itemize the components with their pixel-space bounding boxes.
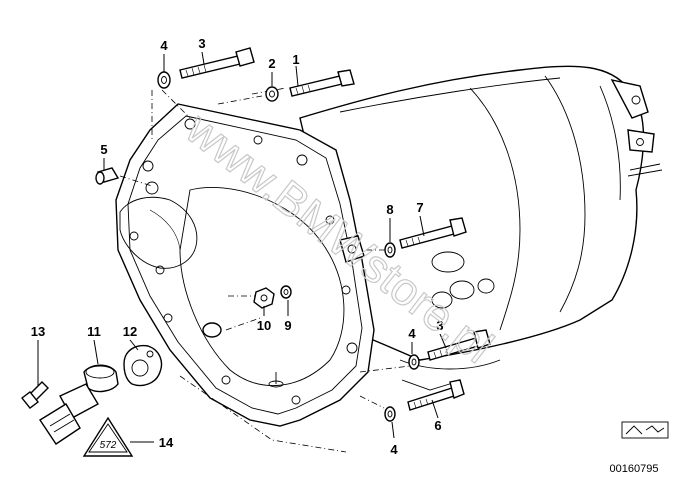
- washer-4-bottom: [384, 406, 396, 422]
- symbol-text: 572: [100, 440, 117, 451]
- washer-4-top: [157, 71, 171, 89]
- callout-2: 2: [268, 56, 275, 71]
- callout-4-bottom: 4: [390, 442, 398, 457]
- callout-5: 5: [100, 142, 107, 157]
- washer-9: [280, 285, 292, 299]
- document-number: 00160795: [610, 463, 659, 475]
- washer-2: [265, 86, 279, 102]
- callout-10: 10: [257, 318, 271, 333]
- callout-1: 1: [292, 52, 299, 67]
- callout-6: 6: [434, 418, 441, 433]
- callout-14: 14: [159, 435, 174, 450]
- callouts: 4 3 2 1 5 8 7 10 9 4 3 6 4 13 11 12 14: [31, 36, 444, 457]
- bolt-3-top: [179, 47, 255, 79]
- view-icon: [621, 421, 669, 439]
- callout-9: 9: [284, 318, 291, 333]
- bolt-6: [407, 379, 465, 411]
- callout-11: 11: [87, 324, 101, 339]
- bolt-7: [399, 217, 467, 249]
- nut-10: [253, 287, 275, 309]
- bolt-3-bottom: [427, 329, 491, 361]
- bolt-13: [21, 381, 49, 409]
- gasket-12: [123, 344, 163, 387]
- washer-4-middle: [408, 354, 420, 370]
- washer-8: [384, 242, 396, 258]
- warning-symbol-14: 572: [82, 416, 134, 457]
- sleeve-5: [95, 167, 120, 185]
- leader-lines: [37, 51, 447, 443]
- callout-4: 4: [160, 38, 168, 53]
- callout-7: 7: [416, 200, 423, 215]
- callout-3-bottom: 3: [436, 318, 443, 333]
- transmission-housing: [115, 65, 663, 427]
- callout-8: 8: [386, 202, 393, 217]
- sensor-11: [39, 364, 119, 445]
- bolt-1: [289, 69, 355, 97]
- callout-12: 12: [123, 324, 137, 339]
- callout-3: 3: [198, 36, 205, 51]
- callout-4-middle: 4: [408, 326, 416, 341]
- callout-13: 13: [31, 324, 45, 339]
